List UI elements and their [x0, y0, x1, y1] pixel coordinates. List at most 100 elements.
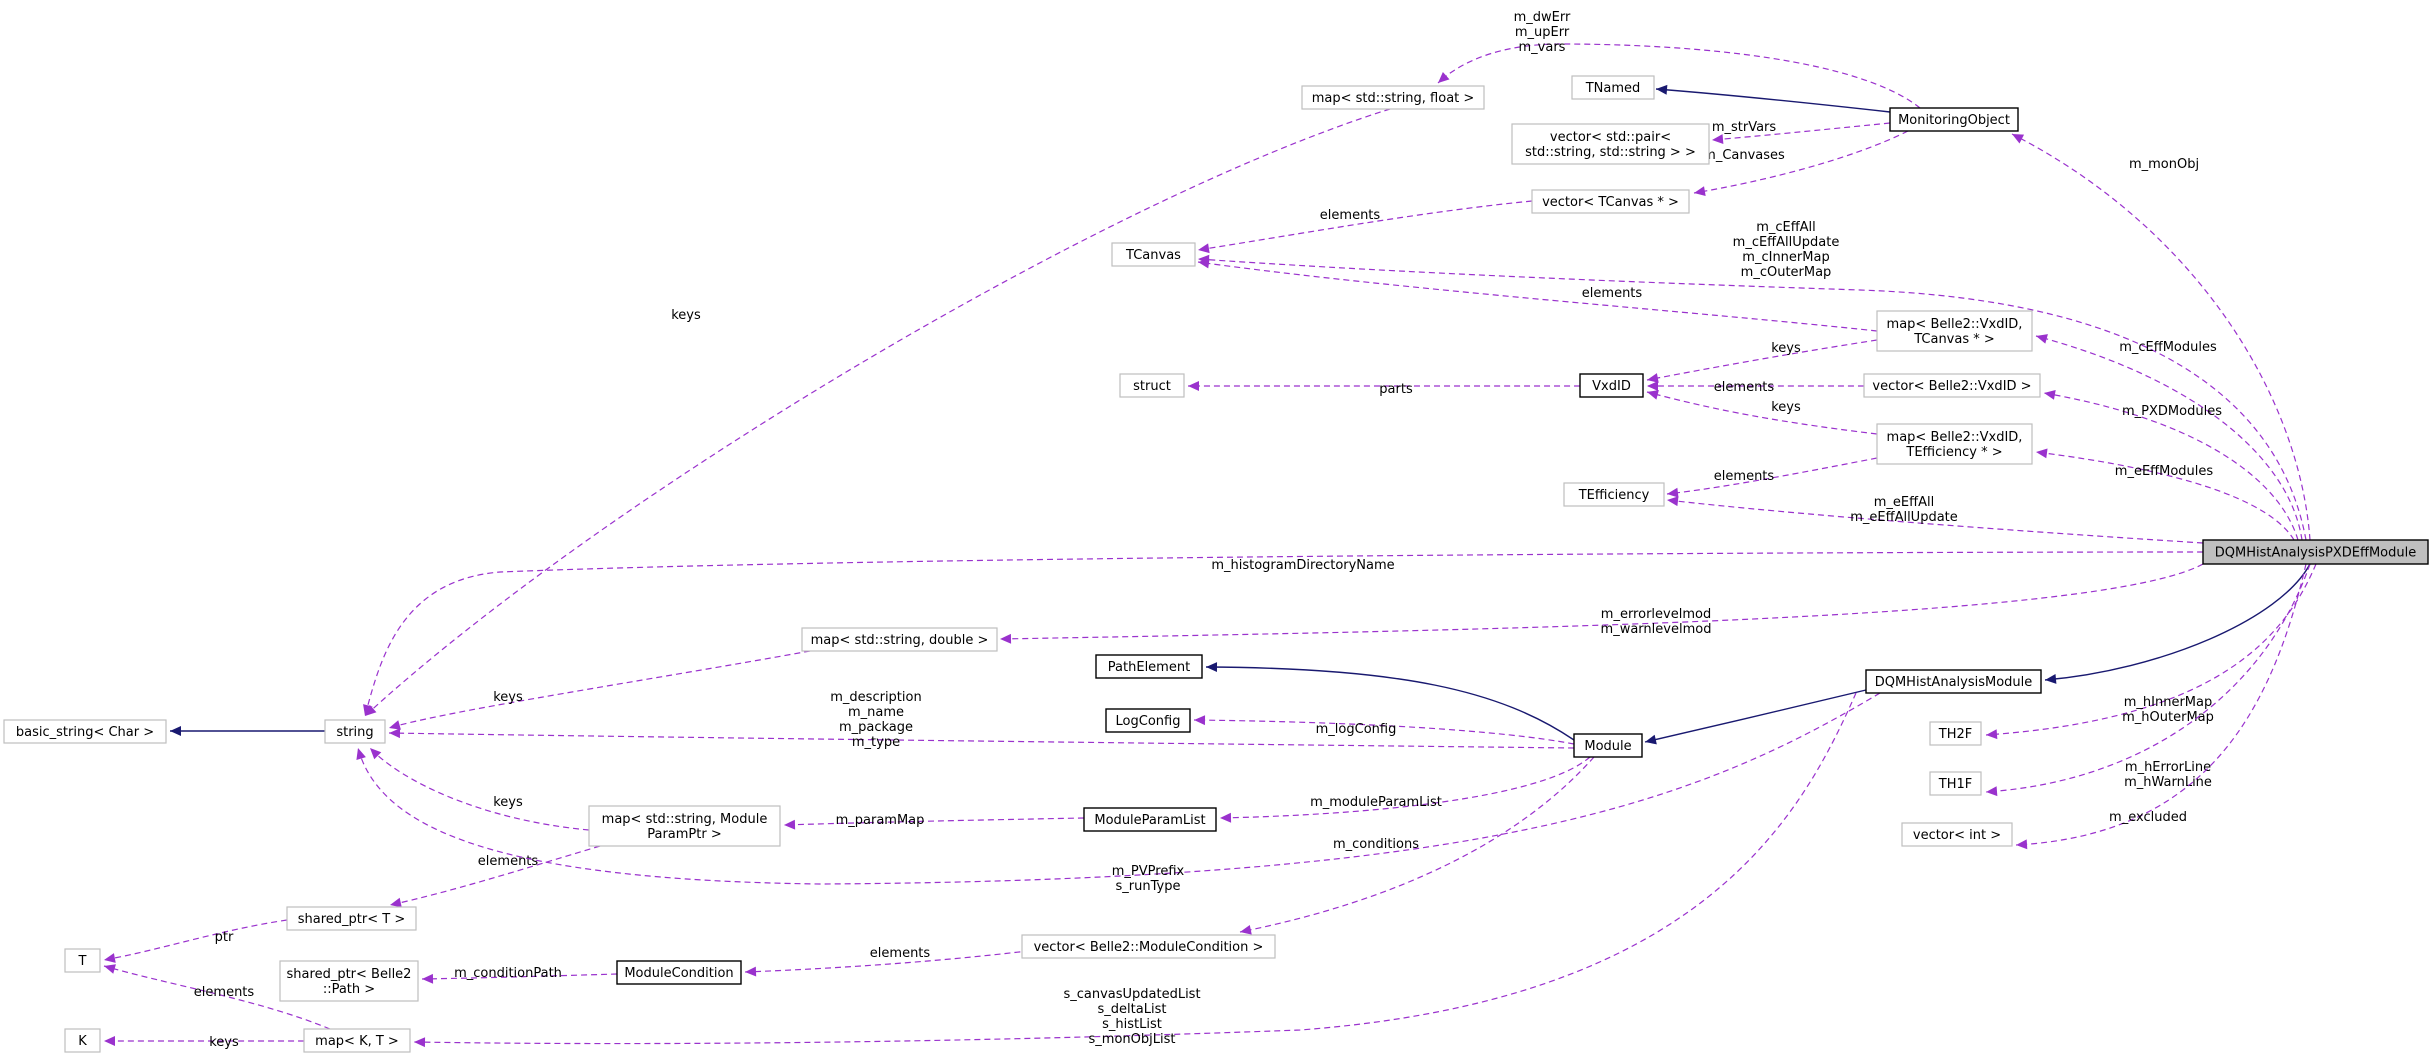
- class-node-vxdid[interactable]: VxdID: [1579, 373, 1644, 398]
- edge-label: m_strVars: [1712, 120, 1777, 135]
- usage-line: [2035, 335, 2303, 541]
- node-label: DQMHistAnalysisPXDEffModule: [2215, 546, 2416, 561]
- class-node-th2f: TH2F: [1929, 721, 1982, 746]
- class-node-vecint: vector< int >: [1901, 822, 2013, 847]
- node-label-line: vector< int >: [1913, 828, 2001, 843]
- usage-line: [1985, 563, 2311, 793]
- arrowhead: [745, 966, 757, 977]
- arrowhead: [2044, 390, 2056, 400]
- arrowhead: [1206, 662, 1218, 673]
- edge-label-line: m_conditionPath: [454, 966, 562, 981]
- arrowhead: [1647, 381, 1658, 391]
- arrowhead: [104, 1036, 115, 1046]
- edge-label-line: m_vars: [1519, 40, 1566, 55]
- node-label: ModuleCondition: [624, 966, 733, 981]
- edge-label-line: keys: [209, 1035, 239, 1050]
- class-node-th1f: TH1F: [1929, 771, 1982, 796]
- class-node-sharedT: shared_ptr< T >: [286, 906, 417, 931]
- edge-label-line: m_hErrorLine: [2125, 760, 2211, 775]
- arrowhead: [2016, 839, 2028, 850]
- usage-line: [1197, 200, 1533, 251]
- class-node-modparamlist[interactable]: ModuleParamList: [1083, 807, 1217, 832]
- class-node-veccond: vector< Belle2::ModuleCondition >: [1021, 934, 1276, 959]
- arrowhead: [1986, 729, 1998, 740]
- edge-label: elements: [1582, 286, 1643, 301]
- edge-label: m_cEffModules: [2119, 340, 2217, 355]
- edge-label: m_eEffModules: [2115, 464, 2214, 479]
- arrowhead: [389, 720, 401, 730]
- node-label: TEfficiency: [1578, 488, 1650, 503]
- class-node-focus[interactable]: DQMHistAnalysisPXDEffModule: [2202, 539, 2429, 565]
- edge-label-line: elements: [1320, 208, 1381, 223]
- node-label-line: vector< Belle2::ModuleCondition >: [1034, 940, 1264, 955]
- edge-label-line: s_canvasUpdatedList: [1063, 987, 1200, 1002]
- node-label-line: TEfficiency * >: [1905, 445, 2002, 460]
- node-box: [1511, 123, 1710, 165]
- class-node-pathelement[interactable]: PathElement: [1095, 654, 1203, 679]
- arrowhead: [1656, 84, 1668, 95]
- edge-focus-vecvxd: m_PXDModules: [2043, 390, 2299, 541]
- edge-label-line: elements: [1714, 469, 1775, 484]
- class-node-vecpair: vector< std::pair<std::string, std::stri…: [1511, 123, 1710, 165]
- node-label-line: TH2F: [1938, 727, 1972, 742]
- arrowhead: [365, 704, 377, 716]
- class-node-module[interactable]: Module: [1573, 733, 1643, 758]
- edge-focus-vecint: m_excluded: [2015, 563, 2307, 850]
- arrowhead: [1667, 487, 1679, 498]
- node-label: vector< Belle2::ModuleCondition >: [1034, 940, 1264, 955]
- node-label-line: vector< TCanvas * >: [1542, 195, 1679, 210]
- edge-module-pathelement: [1205, 662, 1575, 741]
- inheritance-line: [1655, 88, 1891, 113]
- arrowhead: [1220, 812, 1232, 823]
- edge-label-line: elements: [478, 854, 539, 869]
- node-box: [616, 960, 742, 985]
- class-node-teff: TEfficiency: [1563, 482, 1665, 507]
- edge-label: elements: [870, 946, 931, 961]
- edge-label-line: m_hOuterMap: [2122, 710, 2214, 725]
- usage-line: [389, 845, 601, 906]
- node-box: [64, 948, 101, 973]
- usage-line: [1193, 719, 1575, 745]
- node-label-line: ParamPtr >: [647, 827, 722, 842]
- class-node-dqmhist[interactable]: DQMHistAnalysisModule: [1865, 669, 2042, 694]
- node-box: [279, 960, 419, 1002]
- class-node-sharedpath: shared_ptr< Belle2::Path >: [279, 960, 419, 1002]
- usage-line: [1197, 258, 2307, 541]
- arrowhead: [1694, 186, 1706, 197]
- usage-line: [999, 563, 2204, 640]
- usage-line: [357, 692, 1881, 885]
- edge-label-line: s_deltaList: [1098, 1002, 1167, 1017]
- class-node-modcond[interactable]: ModuleCondition: [616, 960, 742, 985]
- arrowhead: [370, 748, 382, 760]
- arrowhead: [1198, 243, 1210, 254]
- edge-label: parts: [1379, 382, 1413, 397]
- edge-label: keys: [1771, 341, 1801, 356]
- edge-label: keys: [493, 795, 523, 810]
- edge-label-line: m_eEffAllUpdate: [1850, 510, 1958, 525]
- edge-vxdid-struct: parts: [1188, 381, 1580, 397]
- node-label: shared_ptr< Belle2::Path >: [287, 967, 412, 997]
- edge-mapvxdeff-teff: elements: [1666, 457, 1878, 498]
- edge-mapparam-sharedT: elements: [389, 845, 601, 908]
- class-node-logconfig[interactable]: LogConfig: [1105, 708, 1191, 733]
- edge-label-line: m_cEffAllUpdate: [1733, 235, 1840, 250]
- class-node-monobj[interactable]: MonitoringObject: [1889, 107, 2019, 132]
- edge-label: m_moduleParamList: [1310, 795, 1442, 810]
- node-label-line: MonitoringObject: [1898, 113, 2010, 128]
- node-label-line: PathElement: [1108, 660, 1190, 675]
- edge-label-line: m_excluded: [2109, 810, 2187, 825]
- edge-label-line: m_hInnerMap: [2124, 695, 2213, 710]
- arrowhead: [389, 728, 401, 739]
- node-label: basic_string< Char >: [16, 725, 154, 740]
- node-box: [1021, 934, 1276, 959]
- node-label-line: struct: [1133, 379, 1171, 394]
- edge-label: keys: [1771, 400, 1801, 415]
- edge-module-logconfig: m_logConfig: [1193, 715, 1575, 745]
- node-box: [1876, 423, 2033, 465]
